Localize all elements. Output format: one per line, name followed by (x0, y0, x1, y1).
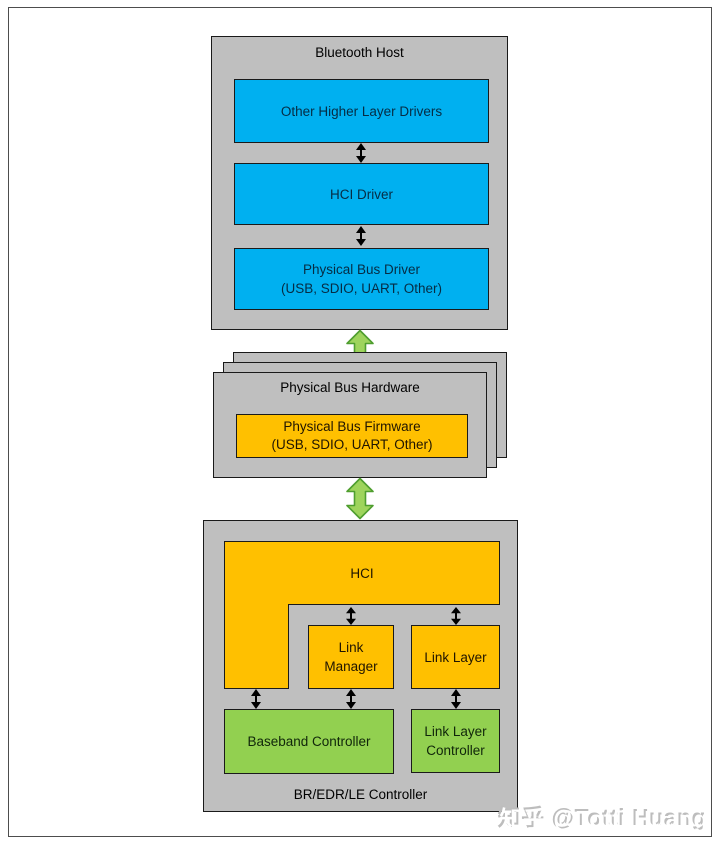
image-frame (8, 7, 712, 837)
up-down-arrow-icon (356, 143, 366, 163)
up-down-arrow-icon (451, 689, 461, 709)
br-edr-le-controller-panel: HCI Link Manager Link Layer (203, 520, 518, 812)
link-layer-box: Link Layer (411, 625, 500, 689)
box-label: Other Higher Layer Drivers (280, 103, 443, 119)
bluetooth-host-title: Bluetooth Host (315, 45, 404, 60)
box-label-line2: Manager (324, 659, 378, 674)
box-label-line2: Controller (426, 743, 485, 758)
hci-block-shape (224, 541, 500, 689)
physical-bus-hardware-title: Physical Bus Hardware (280, 380, 420, 395)
linklayer-llcontroller-connector (450, 689, 462, 709)
hci-linklayer-connector (450, 607, 462, 625)
box-label-line2: (USB, SDIO, UART, Other) (280, 281, 443, 296)
other-higher-layer-drivers-box: Other Higher Layer Drivers (234, 79, 489, 143)
physical-bus-hardware-panel: Physical Bus Hardware Physical Bus Firmw… (213, 372, 487, 478)
up-down-arrow-icon (346, 607, 356, 625)
watermark: 知乎 @Totti Huang (499, 806, 708, 832)
up-down-arrow-icon (451, 607, 461, 625)
bus-controller-connector (345, 477, 375, 520)
box-label-line1: Link (338, 640, 364, 655)
hci-l-shape (224, 541, 500, 689)
box-label: Baseband Controller (247, 734, 371, 749)
controller-title: BR/EDR/LE Controller (293, 787, 428, 802)
box-label-line1: Physical Bus Driver (302, 262, 421, 277)
box-label-line1: Link Layer (424, 724, 487, 739)
host-connector-1 (355, 143, 367, 163)
green-up-down-arrow-icon (346, 477, 374, 520)
up-down-arrow-icon (251, 689, 261, 709)
link-layer-controller-box: Link Layer Controller (411, 709, 500, 773)
bluetooth-host-panel: Bluetooth Host Other Higher Layer Driver… (211, 36, 508, 330)
host-connector-2 (355, 226, 367, 246)
box-label: HCI Driver (330, 186, 393, 202)
hci-linkmanager-connector (345, 607, 357, 625)
physical-bus-firmware-box: Physical Bus Firmware (USB, SDIO, UART, … (236, 414, 468, 458)
up-down-arrow-icon (346, 689, 356, 709)
physical-bus-driver-box: Physical Bus Driver (USB, SDIO, UART, Ot… (234, 248, 489, 310)
link-manager-box: Link Manager (308, 625, 394, 689)
box-label-line2: (USB, SDIO, UART, Other) (271, 437, 433, 452)
up-down-arrow-icon (356, 226, 366, 246)
box-label: Link Layer (424, 649, 487, 665)
hci-box-label: HCI (350, 565, 374, 581)
linkmanager-baseband-connector (345, 689, 357, 709)
baseband-controller-box: Baseband Controller (224, 709, 394, 774)
hci-baseband-connector (250, 689, 262, 709)
hci-driver-box: HCI Driver (234, 163, 489, 225)
box-label-line1: Physical Bus Firmware (283, 419, 421, 434)
